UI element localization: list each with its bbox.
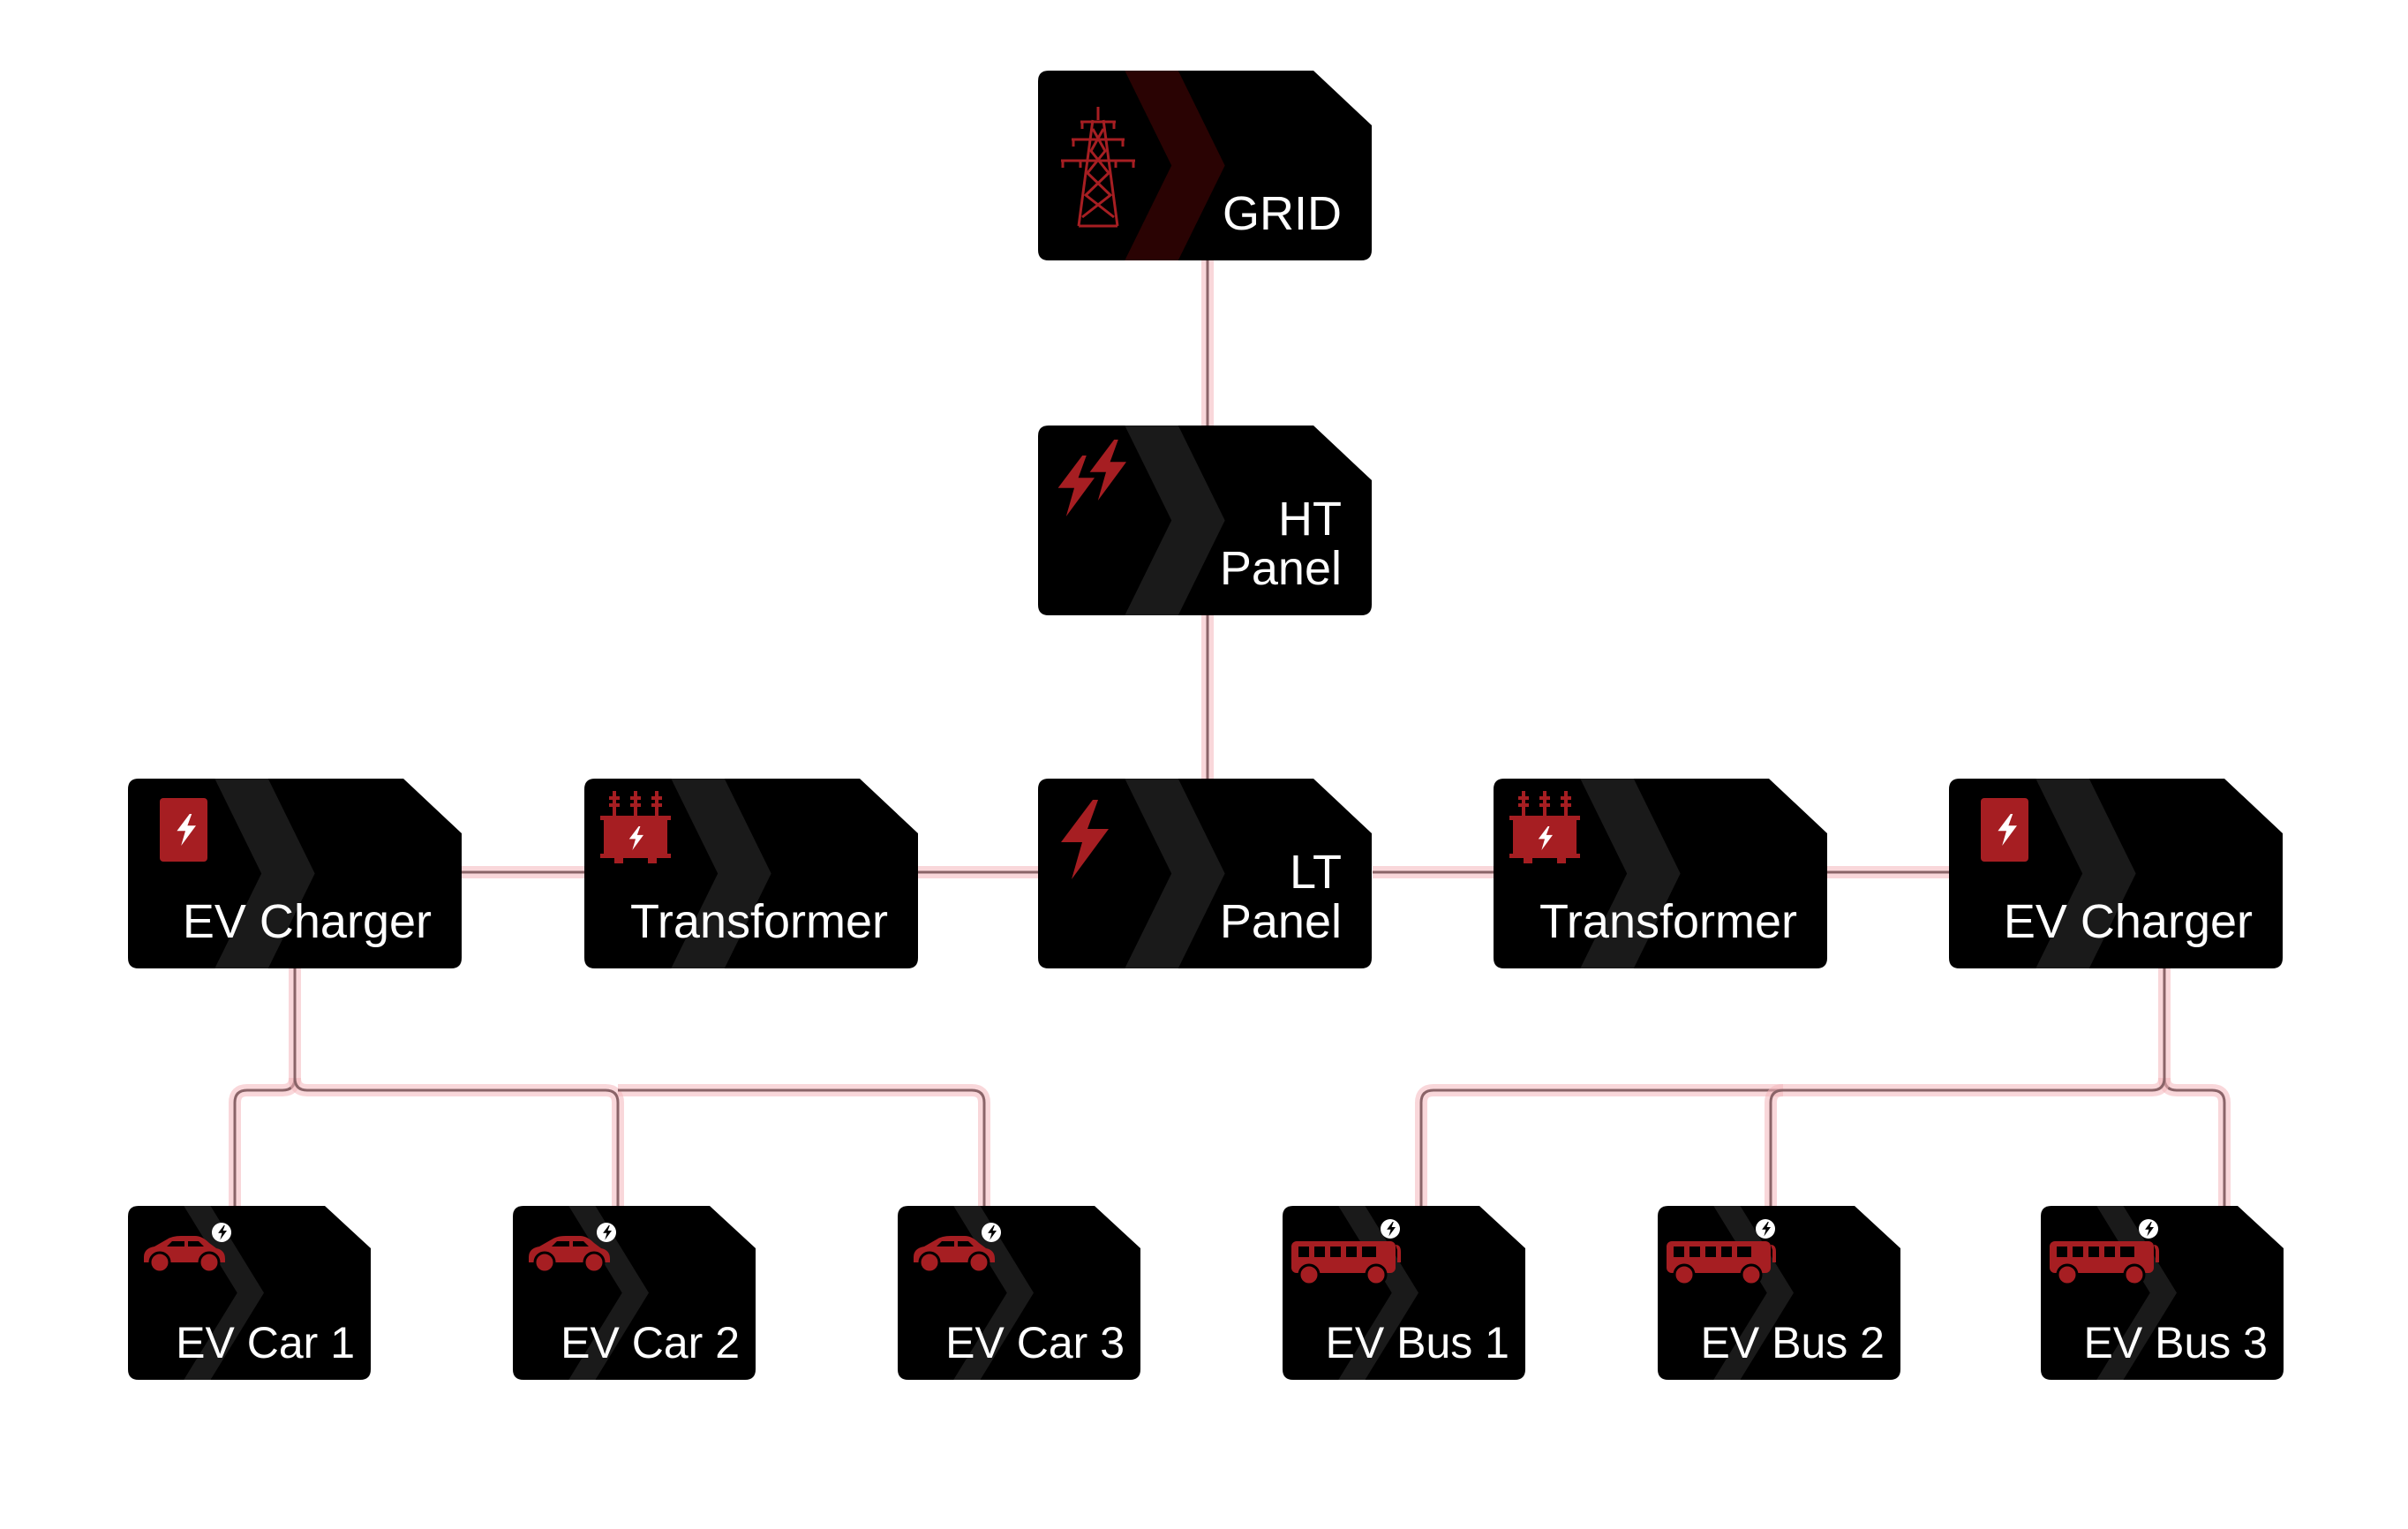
chevron-decoration: [671, 779, 771, 968]
double-lightning-icon: [1047, 436, 1135, 529]
electric-bus-icon: [1667, 1218, 1790, 1293]
node-label: EV Bus 2: [1700, 1317, 1885, 1367]
chevron-decoration: [1338, 1206, 1418, 1380]
node-label: EV Bus 3: [2083, 1317, 2268, 1367]
wire-charger-car-3-glow: [618, 1084, 990, 1206]
node-ev-car-1[interactable]: EV Car 1: [128, 1206, 371, 1380]
node-label: LT Panel: [1219, 845, 1342, 949]
node-ev-charger-left[interactable]: EV Charger: [128, 779, 462, 968]
node-label: Transformer: [1539, 895, 1797, 949]
node-ht-panel[interactable]: HT Panel: [1038, 426, 1372, 615]
node-label: Transformer: [629, 895, 888, 949]
card-shape: [1038, 426, 1372, 615]
chevron-decoration: [214, 779, 315, 968]
chevron-decoration: [1125, 779, 1225, 968]
card-shape: [513, 1206, 756, 1380]
chevron-decoration: [2096, 1206, 2177, 1380]
card-shape: [1658, 1206, 1900, 1380]
transmission-tower-icon: [1054, 102, 1142, 239]
node-transformer-left[interactable]: Transformer: [584, 779, 918, 968]
chevron-decoration: [2036, 779, 2136, 968]
wire-charger-bus-2-glow: [1765, 1084, 1784, 1206]
wire-charger-car-2-glow: [289, 1077, 624, 1206]
card-shape: [1494, 779, 1827, 968]
lightning-icon: [1052, 798, 1114, 891]
wire-charger-bus-3-glow: [2158, 968, 2231, 1206]
chevron-decoration: [1713, 1206, 1794, 1380]
card-shape: [2041, 1206, 2284, 1380]
chevron-decoration: [1125, 71, 1225, 260]
node-lt-panel[interactable]: LT Panel: [1038, 779, 1372, 968]
node-label: GRID: [1223, 187, 1342, 241]
node-ev-bus-2[interactable]: EV Bus 2: [1658, 1206, 1900, 1380]
node-label: EV Charger: [182, 895, 432, 949]
electric-car-icon: [140, 1222, 237, 1279]
wire-charger-car-2: [293, 1077, 620, 1206]
wire-charger-bus-2: [1769, 1088, 1784, 1206]
wire-charger-car-1-glow: [229, 968, 301, 1206]
wire-charger-bus-1-glow: [1415, 1077, 2171, 1206]
chevron-decoration: [1580, 779, 1681, 968]
card-shape: [584, 779, 918, 968]
node-grid[interactable]: GRID: [1038, 71, 1372, 260]
card-shape: [1949, 779, 2283, 968]
card-shape: [128, 1206, 371, 1380]
node-ev-charger-right[interactable]: EV Charger: [1949, 779, 2283, 968]
card-shape: [1283, 1206, 1525, 1380]
chevron-decoration: [1125, 426, 1225, 615]
electric-car-icon: [525, 1222, 622, 1279]
wire-charger-car-3: [618, 1088, 986, 1206]
charger-icon: [160, 798, 207, 866]
electric-car-icon: [910, 1222, 1007, 1279]
node-label: EV Car 3: [945, 1317, 1125, 1367]
transformer-icon: [1509, 789, 1580, 870]
node-label: EV Car 1: [176, 1317, 355, 1367]
card-shape: [128, 779, 462, 968]
electric-bus-icon: [2050, 1218, 2173, 1293]
node-transformer-right[interactable]: Transformer: [1494, 779, 1827, 968]
node-ev-bus-3[interactable]: EV Bus 3: [2041, 1206, 2284, 1380]
electric-bus-icon: [1291, 1218, 1415, 1293]
node-ev-car-3[interactable]: EV Car 3: [898, 1206, 1140, 1380]
node-label: EV Car 2: [561, 1317, 740, 1367]
card-shape: [1038, 779, 1372, 968]
charger-icon: [1981, 798, 2028, 866]
node-label: HT Panel: [1219, 492, 1342, 596]
wire-charger-bus-1: [1419, 1077, 2166, 1206]
node-ev-car-2[interactable]: EV Car 2: [513, 1206, 756, 1380]
node-label: EV Charger: [2003, 895, 2253, 949]
node-label: EV Bus 1: [1325, 1317, 1509, 1367]
node-ev-bus-1[interactable]: EV Bus 1: [1283, 1206, 1525, 1380]
transformer-icon: [600, 789, 671, 870]
